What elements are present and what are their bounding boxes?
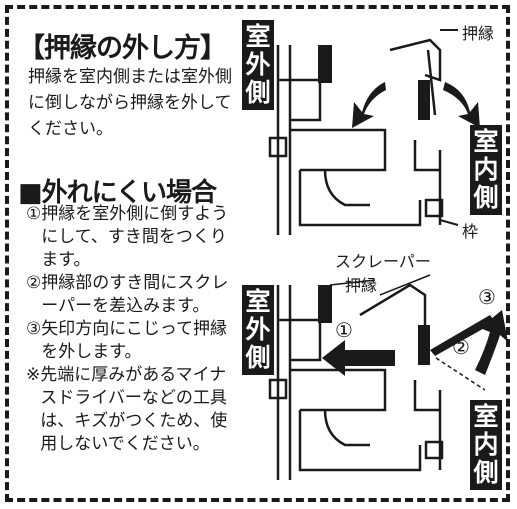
scraper-icon bbox=[430, 315, 495, 356]
marker-1: ① bbox=[335, 318, 353, 342]
step-item: ③ 矢印方向にこじって押縁を外します。 bbox=[26, 318, 238, 364]
step-number: ② bbox=[26, 273, 42, 293]
outdoor-label-top: 室外側 bbox=[242, 20, 274, 110]
step-item: ② 押縁部のすき間にスクレーパーを差込みます。 bbox=[26, 272, 238, 318]
note-item: ※ 先端に厚みがあるマイナスドライバーなどの工具は、キズがつくため、使用しないで… bbox=[26, 364, 238, 456]
section-title: ■外れにくい場合 bbox=[18, 178, 217, 208]
indoor-label-bottom: 室内側 bbox=[470, 400, 502, 490]
top-diagram bbox=[268, 29, 480, 235]
glazing-bead-callout-bottom: 押縁 bbox=[345, 276, 378, 295]
frame-callout: 枠 bbox=[462, 222, 479, 241]
step-number: ① bbox=[26, 204, 42, 224]
page-title: 【押縁の外し方】 bbox=[18, 33, 227, 64]
marker-3: ③ bbox=[478, 285, 496, 309]
bottom-diagram bbox=[268, 274, 508, 480]
scraper-callout: スクレーパー bbox=[335, 252, 431, 271]
arrow-up-icon bbox=[475, 310, 508, 375]
step-number: ③ bbox=[26, 319, 42, 339]
outdoor-label-bottom: 室外側 bbox=[242, 285, 274, 375]
marker-2: ② bbox=[452, 335, 470, 359]
step-list: ① 押縁を室外側に倒すようにして、すき間をつくります。 ② 押縁部のすき間にスク… bbox=[26, 203, 238, 456]
step-text: 押縁を室外側に倒すようにして、すき間をつくります。 bbox=[41, 204, 229, 270]
step-text: 押縁部のすき間にスクレーパーを差込みます。 bbox=[41, 273, 229, 316]
glazing-bead-callout-top: 押縁 bbox=[462, 24, 495, 43]
step-text: 矢印方向にこじって押縁を外します。 bbox=[41, 319, 228, 362]
arrow-left-icon bbox=[322, 340, 395, 376]
intro-paragraph: 押縁を室内側または室外側に倒しながら押縁を外してください。 bbox=[28, 67, 232, 139]
arrow-inward-icon bbox=[443, 82, 480, 128]
arrow-outward-icon bbox=[352, 82, 386, 128]
dashed-border bbox=[5, 5, 510, 502]
indoor-label-top: 室内側 bbox=[470, 125, 502, 215]
note-mark: ※ bbox=[26, 365, 41, 385]
note-text: 先端に厚みがあるマイナスドライバーなどの工具は、キズがつくため、使用しないでくだ… bbox=[40, 365, 228, 454]
step-item: ① 押縁を室外側に倒すようにして、すき間をつくります。 bbox=[26, 203, 238, 272]
